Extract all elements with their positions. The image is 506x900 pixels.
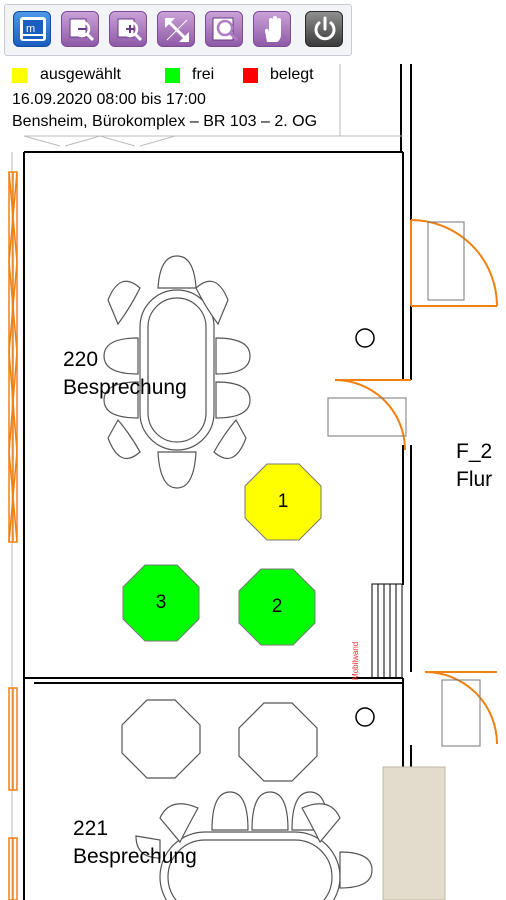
desk-2[interactable]: 2 <box>238 568 316 646</box>
corridor-number: F_2 <box>456 440 493 463</box>
svg-text:m: m <box>26 23 35 35</box>
cabinet <box>382 766 446 900</box>
expand-arrows-icon <box>165 18 189 42</box>
room-220-label: 220 Besprechung <box>63 346 187 402</box>
zoom-area-icon <box>212 17 239 42</box>
conference-table-221 <box>159 831 341 900</box>
legend-swatch-selected <box>12 68 27 83</box>
pillar <box>355 707 375 727</box>
pillar <box>355 328 375 348</box>
location-path: Bensheim, Bürokomplex – BR 103 – 2. OG <box>12 113 318 130</box>
mobile-partition-label: Mobilwand <box>351 641 360 680</box>
desk-shape <box>238 568 316 646</box>
legend-swatch-free <box>165 68 180 83</box>
room-number: 220 <box>63 348 99 371</box>
corridor-label: F_2 Flur <box>456 438 492 494</box>
legend-swatch-occupied <box>243 68 258 83</box>
corridor-name: Flur <box>456 468 493 491</box>
legend-label-selected: ausgewählt <box>40 66 121 83</box>
walls <box>23 64 412 900</box>
room-name: Besprechung <box>63 376 187 399</box>
desk-shape <box>122 564 200 642</box>
windows <box>8 171 18 900</box>
mobile-partition <box>371 583 403 679</box>
room-221-label: 221 Besprechung <box>73 815 197 871</box>
zoom-out-icon <box>69 18 95 42</box>
desk-3[interactable]: 3 <box>122 564 200 642</box>
map-logo-icon: m <box>20 17 46 41</box>
legend-label-free: frei <box>192 66 215 83</box>
conference-table-220 <box>139 289 215 451</box>
hand-icon <box>265 16 281 42</box>
desk-shape <box>244 463 322 541</box>
room-name: Besprechung <box>73 845 197 868</box>
zoom-in-button[interactable] <box>109 11 147 47</box>
map-home-button[interactable]: m <box>13 11 51 47</box>
chairs-221 <box>135 791 373 889</box>
room-number: 221 <box>73 817 109 840</box>
desks-221 <box>121 699 318 782</box>
chairs-220 <box>103 255 251 489</box>
fit-view-button[interactable] <box>157 11 195 47</box>
booking-period: 16.09.2020 08:00 bis 17:00 <box>12 91 206 108</box>
desk-number: 1 <box>277 491 289 512</box>
zoom-in-icon <box>117 18 143 42</box>
pan-button[interactable] <box>253 11 291 47</box>
desk-number: 2 <box>271 596 283 617</box>
zoom-area-button[interactable] <box>205 11 243 47</box>
legend-label-occupied: belegt <box>270 66 314 83</box>
map-toolbar: m <box>4 4 352 56</box>
exit-button[interactable] <box>305 11 343 47</box>
power-icon <box>314 16 336 41</box>
zoom-out-button[interactable] <box>61 11 99 47</box>
desk-number: 3 <box>155 592 167 613</box>
desk-1[interactable]: 1 <box>244 463 322 541</box>
